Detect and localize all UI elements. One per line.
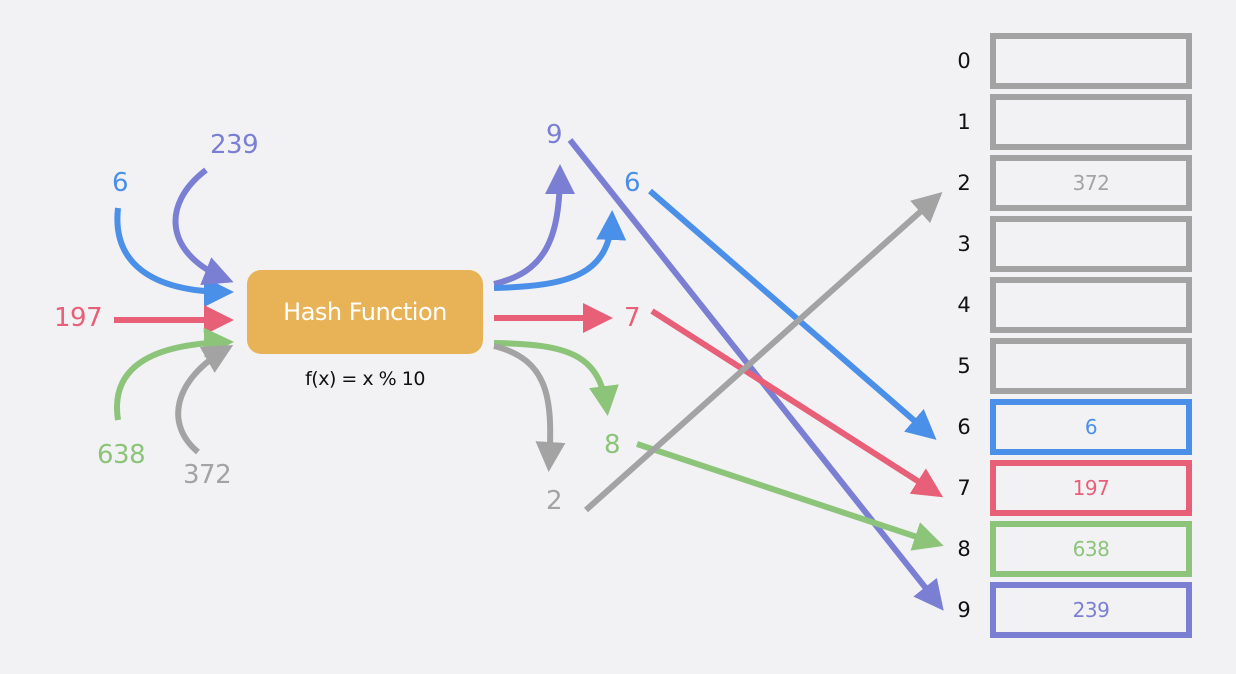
- table-slot: [990, 33, 1192, 89]
- arrow-in-6: [114, 207, 234, 307]
- table-slot: [990, 277, 1192, 333]
- output-2: 2: [546, 486, 563, 516]
- table-slot: [990, 94, 1192, 150]
- arrow-to-slot-2: [584, 192, 943, 513]
- arrow-to-slot-6: [648, 188, 937, 440]
- input-638: 638: [97, 440, 146, 470]
- hash-function-label: Hash Function: [283, 298, 447, 326]
- arrow-out-6: [493, 210, 627, 291]
- table-index: 5: [957, 354, 971, 378]
- table-slot: [990, 216, 1192, 272]
- input-6: 6: [112, 168, 129, 198]
- arrow-to-slot-7: [650, 308, 944, 498]
- arrow-out-8: [493, 340, 619, 416]
- table-slot: 372: [990, 155, 1192, 211]
- table-index: 9: [957, 598, 971, 622]
- arrow-in-239: [172, 167, 234, 286]
- arrow-out-2: [493, 343, 566, 472]
- arrow-out-9: [493, 164, 575, 287]
- arrow-in-372: [175, 345, 234, 455]
- table-slot: 638: [990, 521, 1192, 577]
- table-slot: 6: [990, 399, 1192, 455]
- table-index: 3: [957, 232, 971, 256]
- hash-function-box: Hash Function: [247, 270, 483, 354]
- input-372: 372: [183, 460, 232, 490]
- table-index: 7: [957, 476, 971, 500]
- arrow-in-638: [114, 327, 234, 421]
- table-index: 0: [957, 49, 971, 73]
- output-7: 7: [624, 303, 641, 333]
- output-9: 9: [546, 120, 563, 150]
- hash-formula: f(x) = x % 10: [305, 368, 425, 390]
- output-6: 6: [624, 168, 641, 198]
- table-slot: 197: [990, 460, 1192, 516]
- output-8: 8: [604, 430, 621, 460]
- table-slot: 239: [990, 582, 1192, 638]
- input-197: 197: [54, 303, 103, 333]
- arrow-to-slot-9: [567, 138, 944, 611]
- table-index: 1: [957, 110, 971, 134]
- table-index: 6: [957, 415, 971, 439]
- input-239: 239: [210, 130, 259, 160]
- arrow-to-slot-8: [636, 441, 944, 551]
- table-index: 8: [957, 537, 971, 561]
- table-index: 4: [957, 293, 971, 317]
- table-index: 2: [957, 171, 971, 195]
- table-slot: [990, 338, 1192, 394]
